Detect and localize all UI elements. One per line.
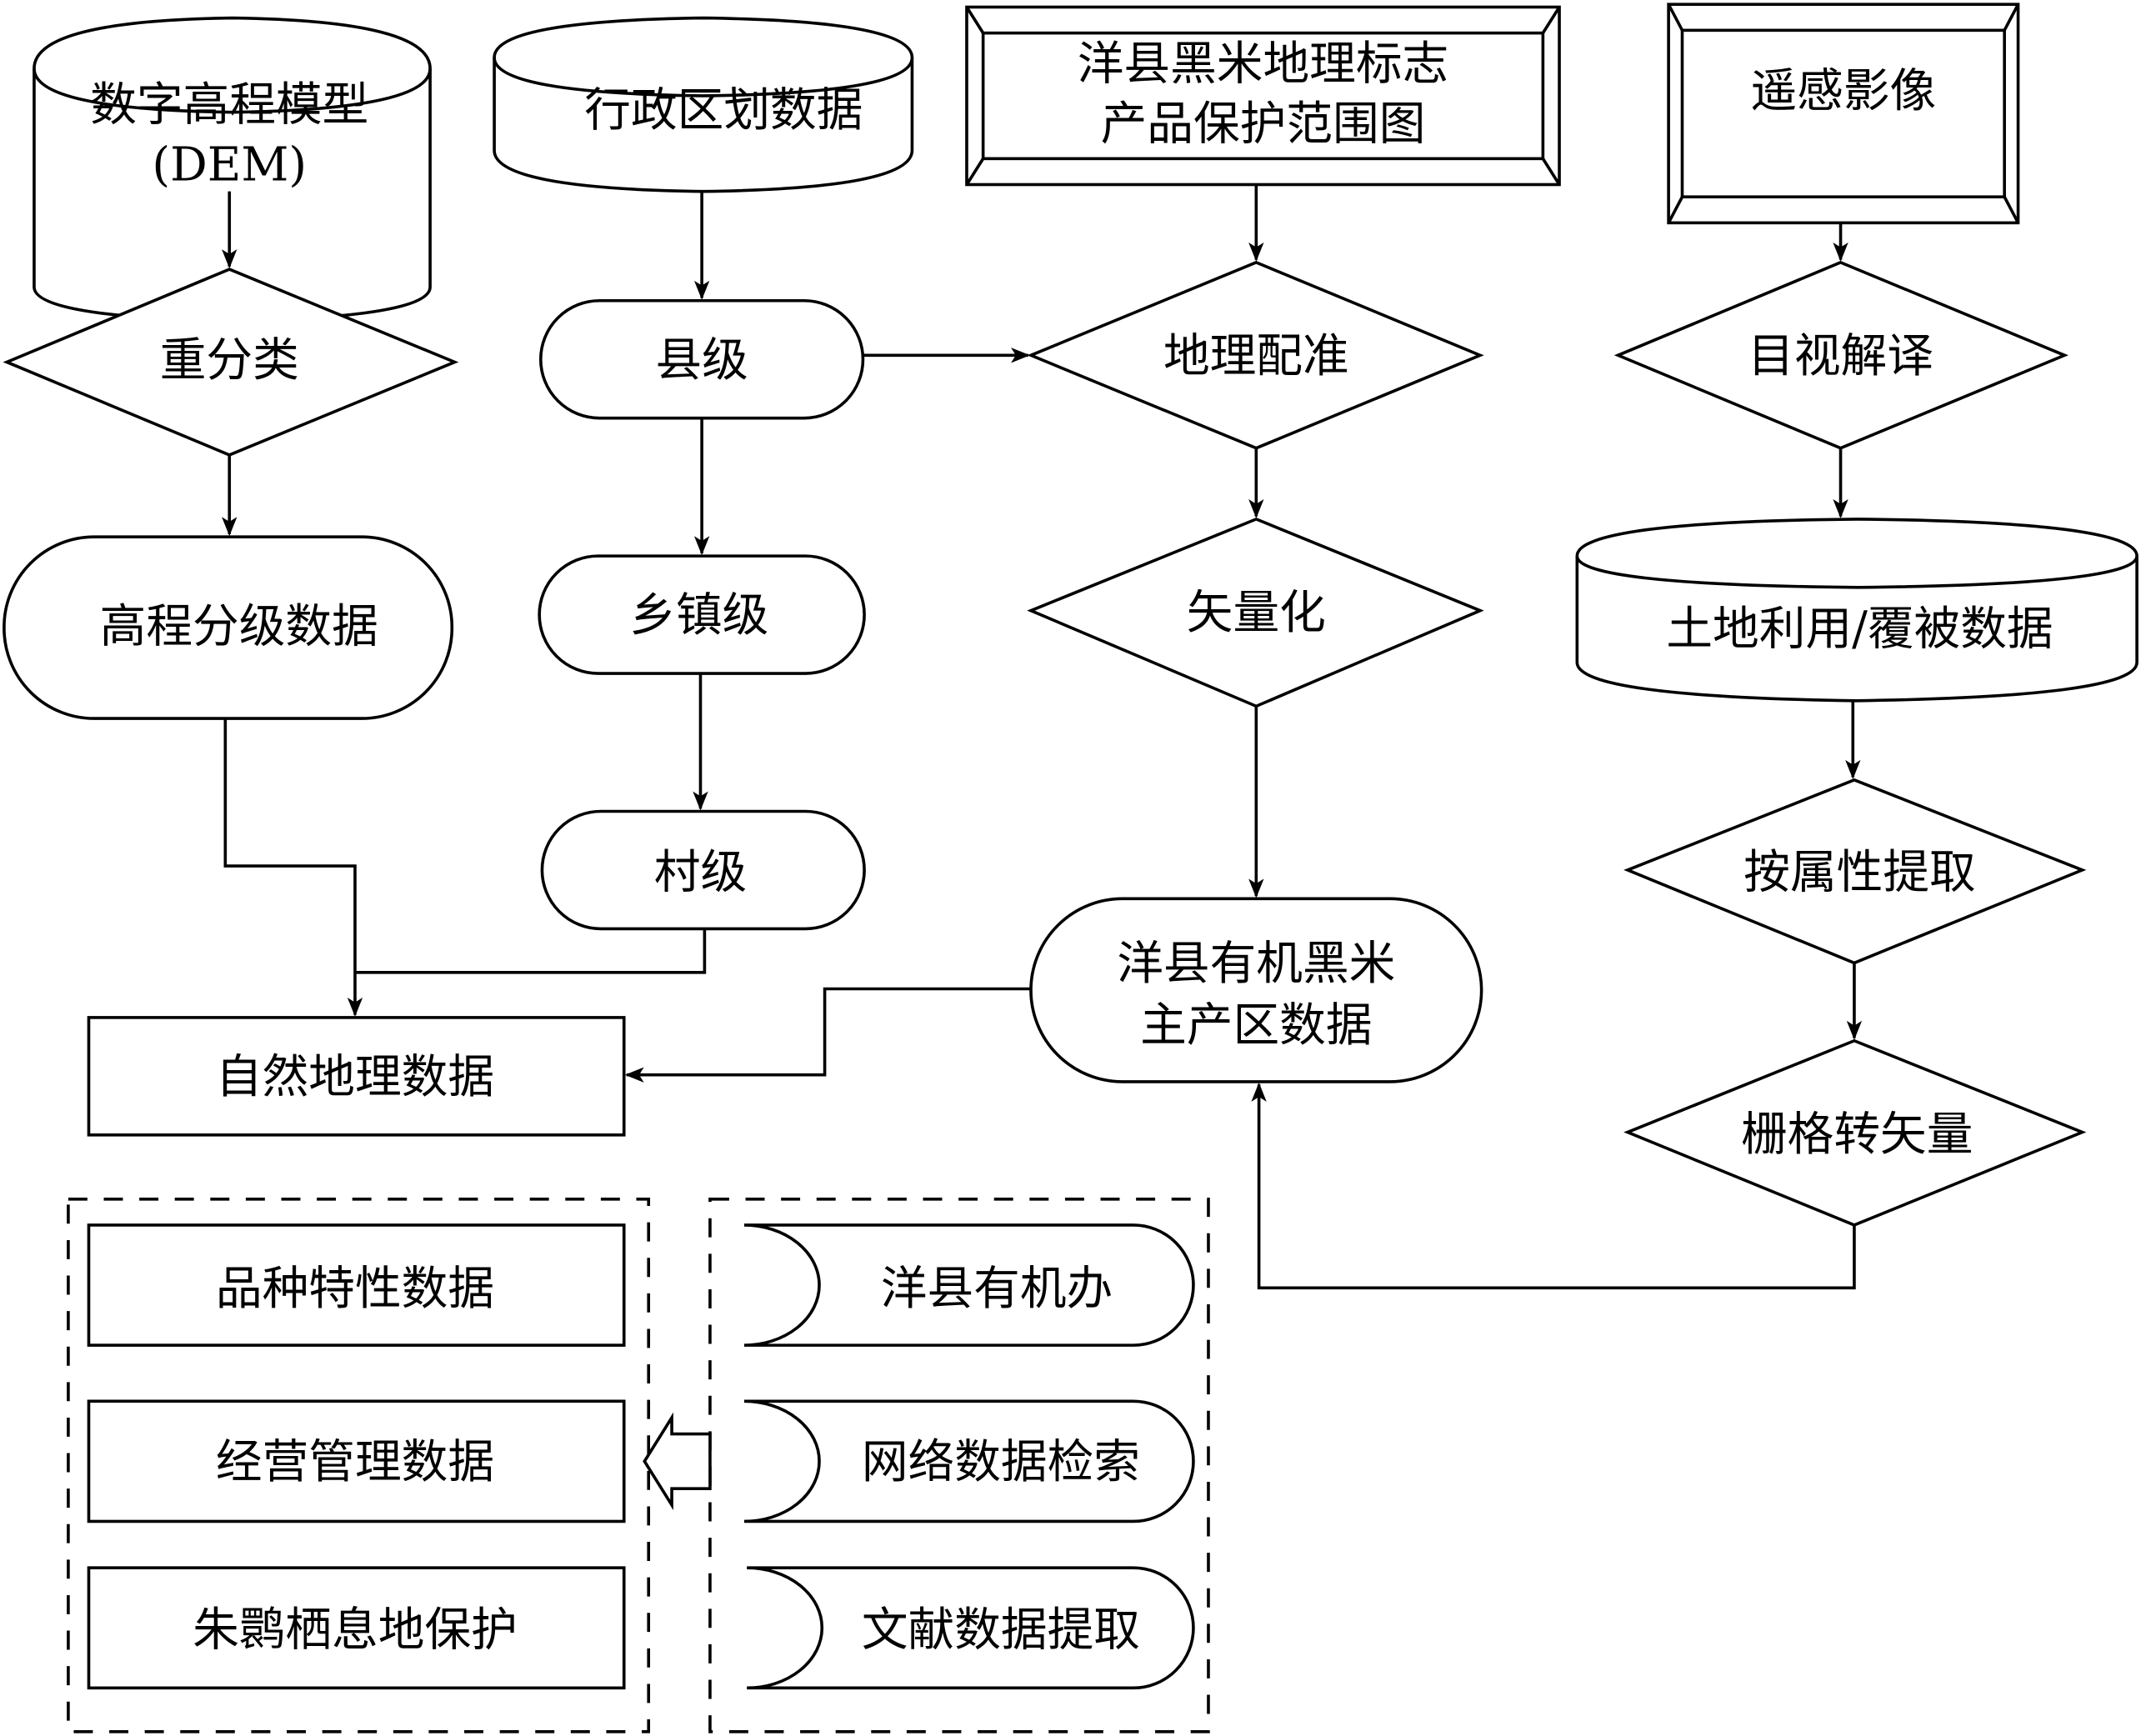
village-terminal: 村级 (540, 809, 866, 931)
visual-label: 目视解译 (1748, 329, 1933, 383)
village-label: 村级 (654, 845, 747, 899)
town-label: 乡镇级 (629, 588, 768, 643)
remote-sensing-document: 遥感影像 (1667, 3, 2020, 225)
extract-decision: 按属性提取 (1623, 778, 2087, 965)
arrow-mainarea-natural (624, 987, 1031, 1083)
georef-label: 地理配准 (1163, 329, 1349, 383)
visual-decision: 目视解译 (1613, 260, 2068, 450)
arrow-r2v-mainarea (1251, 1082, 1856, 1290)
arrow-elev-natural (223, 718, 363, 1017)
protect-map-label-1: 洋县黑米地理标志 (1078, 37, 1449, 91)
variety-data-label: 品种特性数据 (216, 1262, 494, 1316)
dem-label: 数字高程模型 (90, 78, 368, 132)
admin-database: 行政区划数据 (493, 16, 914, 193)
line-village-natural (354, 928, 707, 974)
georef-decision: 地理配准 (1027, 260, 1484, 450)
dem-label-2: (DEM) (152, 138, 307, 193)
web-search-label: 网络数据检索 (862, 1435, 1140, 1489)
r2v-label: 栅格转矢量 (1741, 1108, 1973, 1162)
connectors (222, 184, 1863, 1290)
ibis-habitat-label: 朱鹮栖息地保护 (193, 1603, 518, 1658)
town-terminal: 乡镇级 (538, 554, 866, 675)
natural-geo-box: 自然地理数据 (87, 1016, 626, 1137)
county-label: 县级 (655, 333, 748, 388)
rs-label: 遥感影像 (1750, 64, 1936, 118)
natural-geo-label: 自然地理数据 (216, 1050, 494, 1104)
extract-label: 按属性提取 (1743, 845, 1975, 899)
landuse-database: 土地利用/覆被数据 (1575, 518, 2138, 703)
main-area-label-2: 主产区数据 (1140, 998, 1372, 1053)
reclass-label: 重分类 (160, 333, 299, 388)
landuse-label: 土地利用/覆被数据 (1666, 603, 2053, 657)
hollow-left-arrow-icon (643, 1412, 712, 1511)
main-area-terminal: 洋县有机黑米 主产区数据 (1029, 897, 1483, 1083)
protect-map-label-2: 产品保护范围图 (1101, 97, 1426, 151)
protect-map-document: 洋县黑米地理标志 产品保护范围图 (965, 5, 1561, 187)
right-source-group (708, 1198, 1210, 1733)
literature-extract-label: 文献数据提取 (862, 1603, 1140, 1658)
dem-database: 数字高程模型 (DEM) (33, 16, 432, 323)
management-data-label: 经营管理数据 (216, 1435, 494, 1489)
county-terminal: 县级 (539, 298, 865, 420)
main-area-label-1: 洋县有机黑米 (1117, 937, 1395, 991)
left-data-group (67, 1198, 651, 1733)
vectorize-decision: 矢量化 (1027, 517, 1484, 708)
vectorize-label: 矢量化 (1187, 586, 1326, 640)
elevation-terminal: 高程分级数据 (3, 535, 454, 720)
organic-office-label: 洋县有机办 (881, 1262, 1113, 1316)
elevation-label: 高程分级数据 (100, 599, 378, 653)
r2v-decision: 栅格转矢量 (1623, 1038, 2087, 1227)
right-group-items: 洋县有机办 网络数据检索 文献数据提取 (743, 1223, 1195, 1690)
left-group-items: 品种特性数据 经营管理数据 朱鹮栖息地保护 (87, 1223, 626, 1690)
admin-label: 行政区划数据 (584, 83, 863, 138)
